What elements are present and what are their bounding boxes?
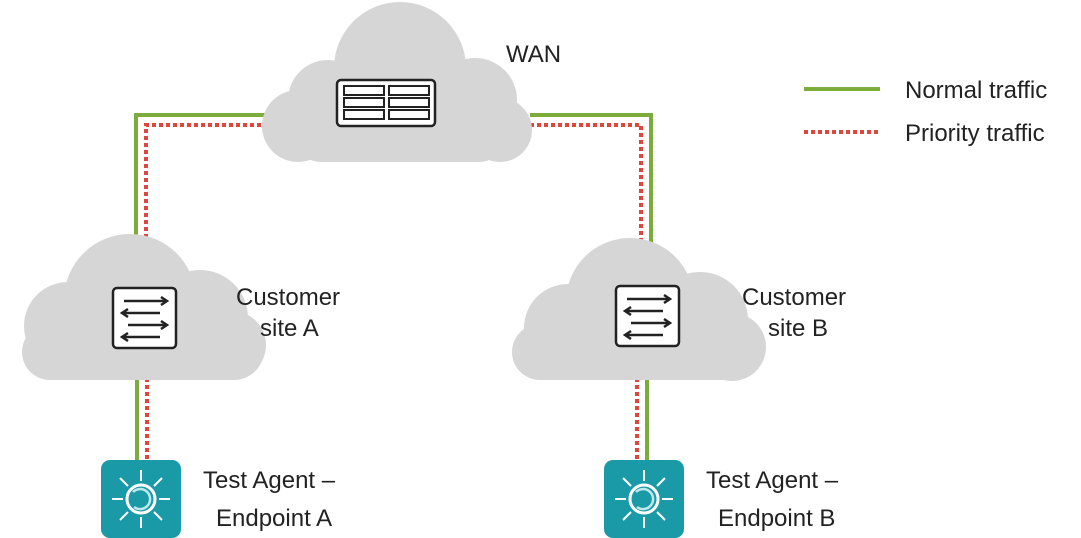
endpoint-a-label-line2: Endpoint A (216, 505, 332, 532)
switch-arrows-icon (111, 286, 178, 350)
priority-traffic-line-left (144, 123, 275, 252)
legend-priority-label: Priority traffic (905, 120, 1045, 147)
legend: Normal traffic Priority traffic (804, 77, 1047, 147)
priority-traffic-line-right (530, 123, 643, 255)
normal-traffic-line-right (530, 113, 653, 255)
endpoint-b-label-line2: Endpoint B (718, 505, 835, 532)
wan-label: WAN (506, 41, 561, 68)
endpoint-a-label-line1: Test Agent – (203, 467, 336, 494)
site-a-label-line1: Customer (236, 284, 340, 311)
legend-normal-label: Normal traffic (905, 77, 1047, 104)
test-agent-icon (604, 460, 684, 538)
router-icon (335, 78, 437, 128)
switch-arrows-icon (614, 284, 681, 348)
site-b-label-line1: Customer (742, 284, 846, 311)
test-agent-icon (101, 460, 181, 538)
site-a-label-line2: site A (260, 315, 319, 342)
site-b-label-line2: site B (768, 315, 828, 342)
connections (134, 113, 653, 462)
endpoint-b-label-line1: Test Agent – (706, 467, 839, 494)
normal-traffic-line-left (134, 113, 275, 252)
